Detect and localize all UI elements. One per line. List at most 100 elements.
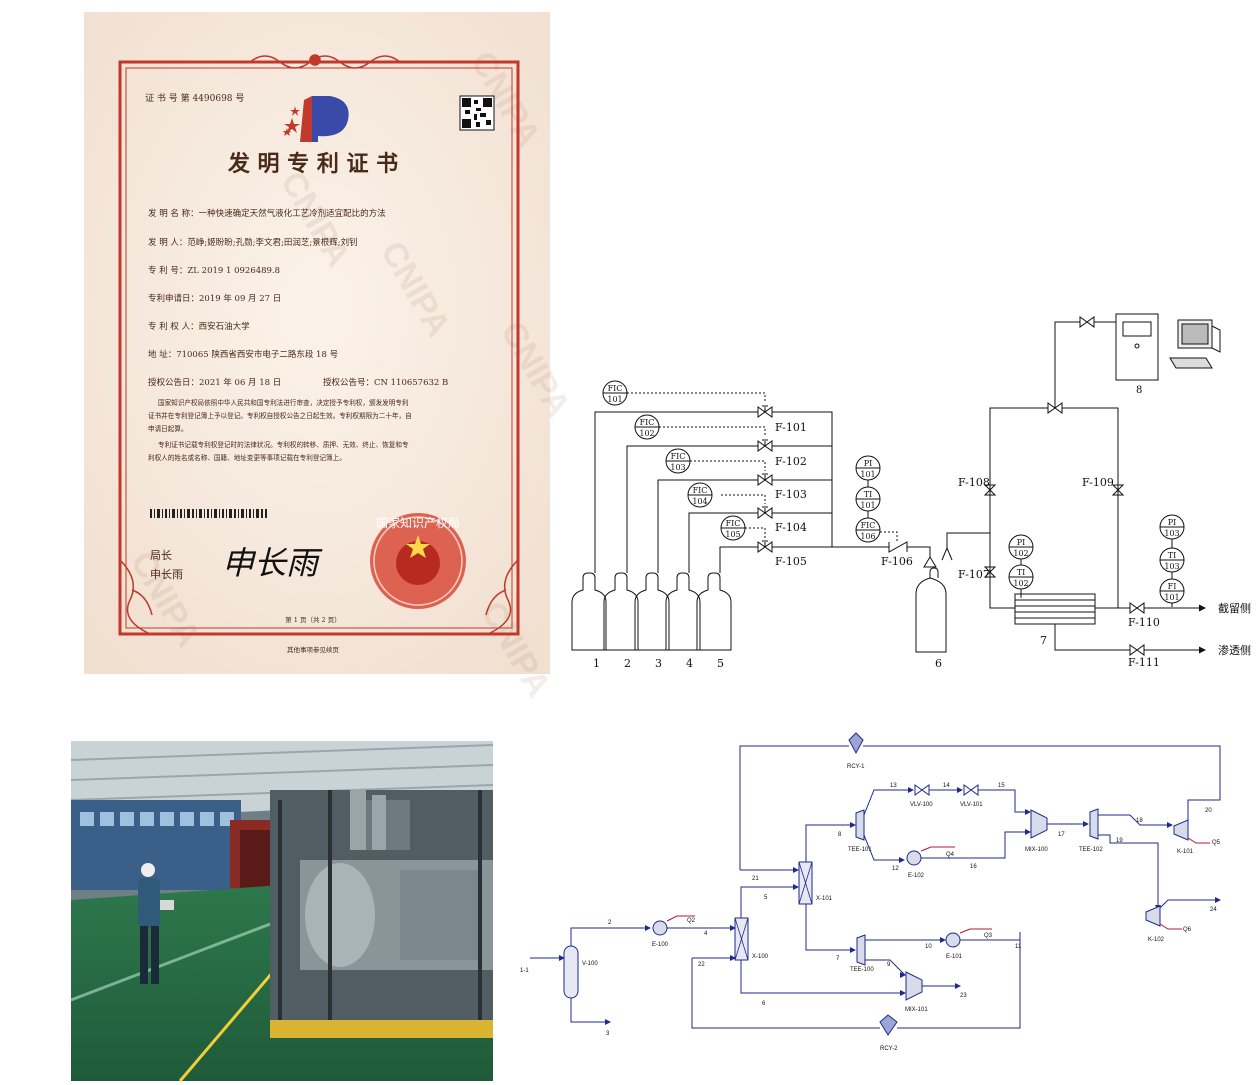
valve-to-analyzer: [1079, 316, 1095, 328]
instrument-num: 102: [1013, 579, 1028, 588]
page-indicator: 第 1 页（共 2 页）: [285, 615, 341, 624]
director-title: 局长: [150, 549, 172, 562]
valve-label-f107: F-107: [958, 568, 990, 581]
valve-vlv-100: [914, 784, 930, 796]
instrument-tag: PI: [1017, 538, 1026, 547]
cooler-e-102: [906, 850, 922, 866]
certificate-number: 证 书 号 第 4490698 号: [145, 92, 244, 104]
instrument-tag: PI: [1168, 518, 1177, 527]
gas-chromatograph: [1115, 313, 1159, 381]
stream-16: 16: [970, 864, 977, 870]
recycle-rcy-2: [879, 1014, 898, 1036]
field-filing-date: 专利申请日：2019 年 09 月 27 日: [148, 293, 281, 304]
unit-v-100: V-100: [582, 961, 598, 967]
permeate-label: 渗透侧: [1218, 643, 1251, 657]
stream-6: 6: [762, 1001, 766, 1007]
recycle-rcy-1: [848, 732, 864, 755]
separator-v-100: [563, 945, 579, 999]
cylinder-label-2: 2: [624, 657, 631, 670]
valve-label-f104: F-104: [775, 521, 807, 534]
stream-23: 23: [960, 993, 967, 999]
hysys-flowsheet: RCY-1 1-1 V-100 2 3 E-100 Q2 4 X-100 5 6…: [520, 732, 1221, 1052]
analyzer-label: 8: [1136, 385, 1142, 396]
person-figure: [138, 863, 174, 984]
unit-e-102: E-102: [908, 873, 925, 879]
stream-21: 21: [752, 876, 759, 882]
instrument-num: 101: [607, 395, 622, 404]
instrument-tag: PI: [864, 459, 873, 468]
unit-mix-100: MIX-100: [1025, 847, 1048, 853]
unit-x-100: X-100: [752, 954, 769, 960]
valve-f104: [757, 507, 773, 519]
unit-k-102: K-102: [1148, 937, 1165, 943]
qr-code: [459, 95, 495, 131]
cooler-e-100: [652, 920, 668, 936]
unit-tee-100: TEE-100: [850, 967, 874, 973]
stream-15: 15: [998, 783, 1005, 789]
unit-e-100: E-100: [652, 942, 669, 948]
valve-f102: [757, 440, 773, 452]
energy-q4: Q4: [946, 852, 955, 858]
valve-f107: [983, 566, 997, 578]
stream-12: 12: [892, 866, 899, 872]
stream-7: 7: [836, 956, 840, 962]
gas-cylinder-3: [634, 572, 670, 651]
energy-q3: Q3: [984, 933, 993, 939]
valve-f105: [757, 541, 773, 553]
valve-f101: [757, 406, 773, 418]
computer-icon: [1169, 319, 1221, 369]
instrument-tag: FIC: [693, 486, 708, 495]
field-invention-name: 发 明 名 称：一种快速确定天然气液化工艺冷剂适宜配比的方法: [148, 208, 386, 219]
module-label: 7: [1040, 634, 1047, 647]
stream-9: 9: [887, 962, 891, 968]
valve-label-f108: F-108: [958, 476, 990, 489]
tee-102: [1089, 808, 1099, 840]
instrument-tag: TI: [864, 490, 873, 499]
valve-label-f101: F-101: [775, 421, 807, 434]
membrane-module: [1014, 593, 1096, 625]
valve-f110: [1129, 602, 1145, 614]
stream-13: 13: [890, 783, 897, 789]
cylinder-label-5: 5: [717, 657, 724, 670]
signal-lines: [627, 392, 898, 543]
valve-f108: [983, 484, 997, 496]
three-way-valve: [1047, 402, 1063, 414]
valve-label-f110: F-110: [1128, 616, 1160, 629]
certificate-title: 发 明 专 利 证 书: [227, 151, 398, 177]
instrument-num: 103: [670, 463, 685, 472]
field-grant-number: 授权公告号：CN 110657632 B: [323, 377, 448, 388]
instrument-tag: FIC: [861, 521, 876, 530]
instrument-num: 103: [1164, 529, 1179, 538]
instrument-tag: FIC: [671, 452, 686, 461]
flow-control-valves: [757, 405, 773, 553]
instrument-num: 101: [860, 501, 875, 510]
site-photo: [70, 741, 494, 1082]
valve-f109: [1111, 484, 1125, 496]
unit-rcy-1: RCY-1: [847, 764, 865, 770]
gas-cylinders: [571, 572, 732, 651]
compressor-k-102: [1145, 905, 1161, 927]
patent-certificate: CNIPA CNIPA CNIPA CNIPA CNIPA CNIPA 证 书 …: [84, 12, 578, 703]
unit-k-101: K-101: [1177, 849, 1194, 855]
compressor-k-101: [1173, 819, 1189, 841]
unit-e-101: E-101: [946, 954, 963, 960]
stream-4: 4: [704, 931, 708, 937]
top-ornament: [249, 54, 401, 69]
corner-ornaments: [119, 559, 519, 635]
stream-17: 17: [1058, 832, 1065, 838]
body-line: 利权人的姓名或名称、国籍、地址变更等事项记载在专利登记簿上。: [148, 453, 346, 462]
heater-e-101: [945, 932, 961, 948]
tee-101: [855, 809, 865, 841]
body-line: 国家知识产权局依照中华人民共和国专利法进行审查，决定授予专利权，颁发发明专利: [158, 398, 409, 407]
valve-f111: [1129, 644, 1145, 656]
body-line: 专利证书记载专利权登记时的法律状况。专利权的转移、质押、无效、终止、恢复和专: [158, 440, 409, 449]
gas-cylinder-2: [603, 572, 639, 651]
cylinder-labels: 1 2 3 4 5: [593, 657, 724, 670]
stream-24: 24: [1210, 907, 1217, 913]
stream-1-1: 1-1: [520, 968, 529, 974]
valve-label-f109: F-109: [1082, 476, 1114, 489]
instrument-bubbles: [602, 380, 1185, 607]
tee-100: [856, 934, 866, 966]
instrument-num: 101: [1164, 593, 1179, 602]
